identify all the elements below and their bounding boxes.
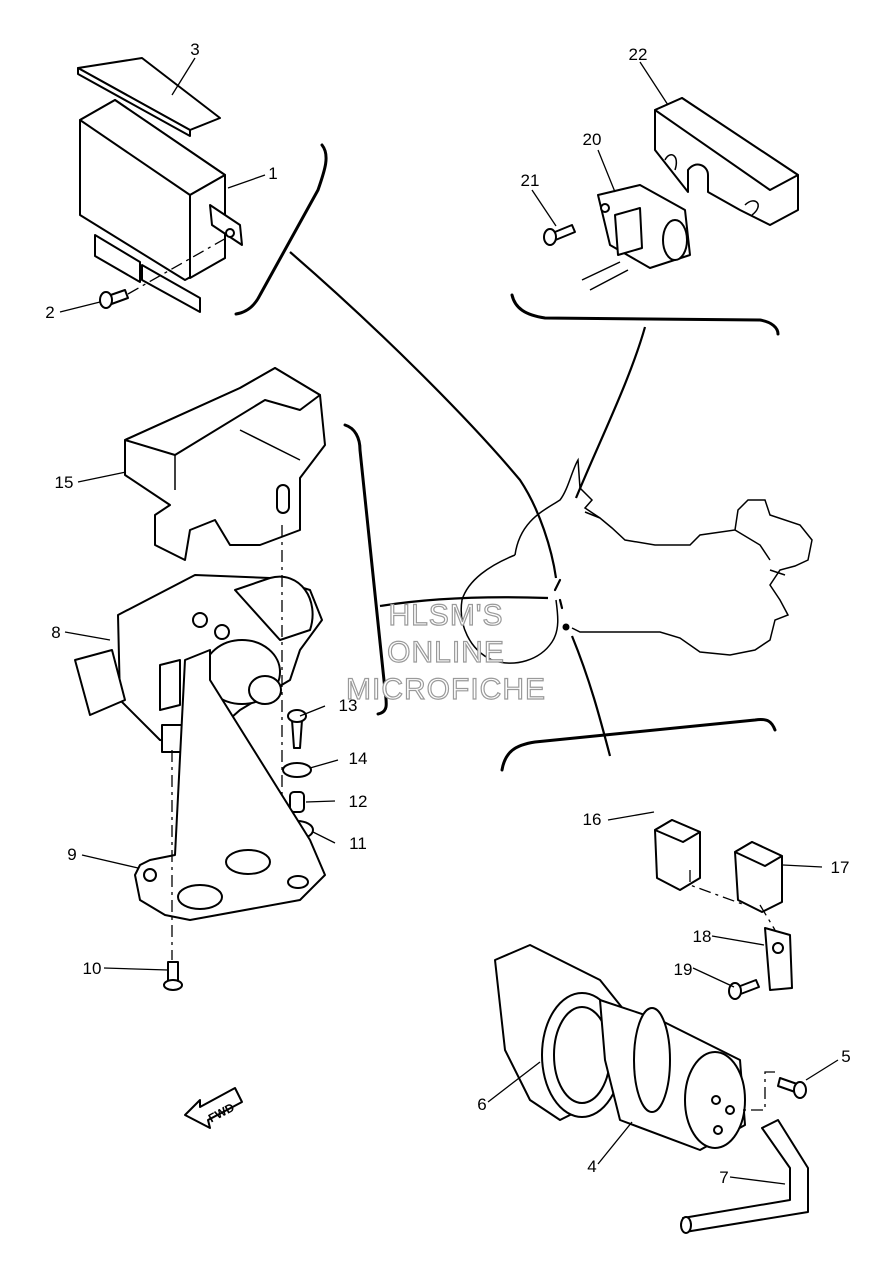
callout-7: 7 (719, 1168, 728, 1187)
callout-14: 14 (349, 749, 368, 768)
callout-18: 18 (693, 927, 712, 946)
callout-6: 6 (477, 1095, 486, 1114)
scope-brackets (234, 143, 780, 772)
callout-15: 15 (55, 473, 74, 492)
callout-19: 19 (674, 960, 693, 979)
callout-10: 10 (83, 959, 102, 978)
callout-22: 22 (629, 45, 648, 64)
callout-3: 3 (190, 40, 199, 59)
part-17-relay (689, 841, 783, 931)
part-16-relay (654, 819, 701, 891)
part-1-control-unit (79, 99, 243, 313)
watermark-line-1: HLSM'S (388, 599, 503, 632)
callout-2: 2 (45, 303, 54, 322)
part-6-holder (494, 944, 633, 1121)
part-8-hydraulic-unit (74, 574, 323, 753)
part-20-sensor (581, 184, 691, 291)
callout-leaders (59, 57, 839, 1185)
part-15-cover (124, 367, 326, 561)
callout-13: 13 (339, 696, 358, 715)
callout-17: 17 (831, 858, 850, 877)
motorcycle-silhouette (460, 457, 813, 664)
part-2-screw (99, 236, 229, 309)
callout-12: 12 (349, 792, 368, 811)
callout-20: 20 (583, 130, 602, 149)
callout-11: 11 (349, 834, 367, 853)
part-22-cover (654, 97, 799, 226)
part-7-hose (680, 1119, 809, 1234)
watermark-line-3: MICROFICHE (346, 673, 546, 706)
part-10-bolt (163, 961, 183, 991)
fwd-arrow: FWD (184, 1087, 243, 1129)
watermark: HLSM'S ONLINE MICROFICHE (345, 598, 546, 706)
callout-9: 9 (67, 845, 76, 864)
callout-8: 8 (51, 623, 60, 642)
part-9-bracket (134, 649, 326, 960)
part-3-pad (77, 57, 221, 137)
callout-4: 4 (587, 1157, 596, 1176)
watermark-line-2: ONLINE (387, 636, 505, 669)
part-18-bracket (764, 927, 793, 991)
callout-21: 21 (521, 171, 540, 190)
part-5-screw (740, 1071, 807, 1111)
callout-numbers: 3 1 2 22 20 21 15 8 13 14 12 11 9 10 16 … (45, 40, 850, 1187)
callout-5: 5 (841, 1047, 850, 1066)
callout-1: 1 (268, 164, 277, 183)
part-4-pump (599, 999, 746, 1151)
part-21-screw (543, 224, 576, 246)
part-19-screw (728, 979, 760, 1000)
callout-16: 16 (583, 810, 602, 829)
